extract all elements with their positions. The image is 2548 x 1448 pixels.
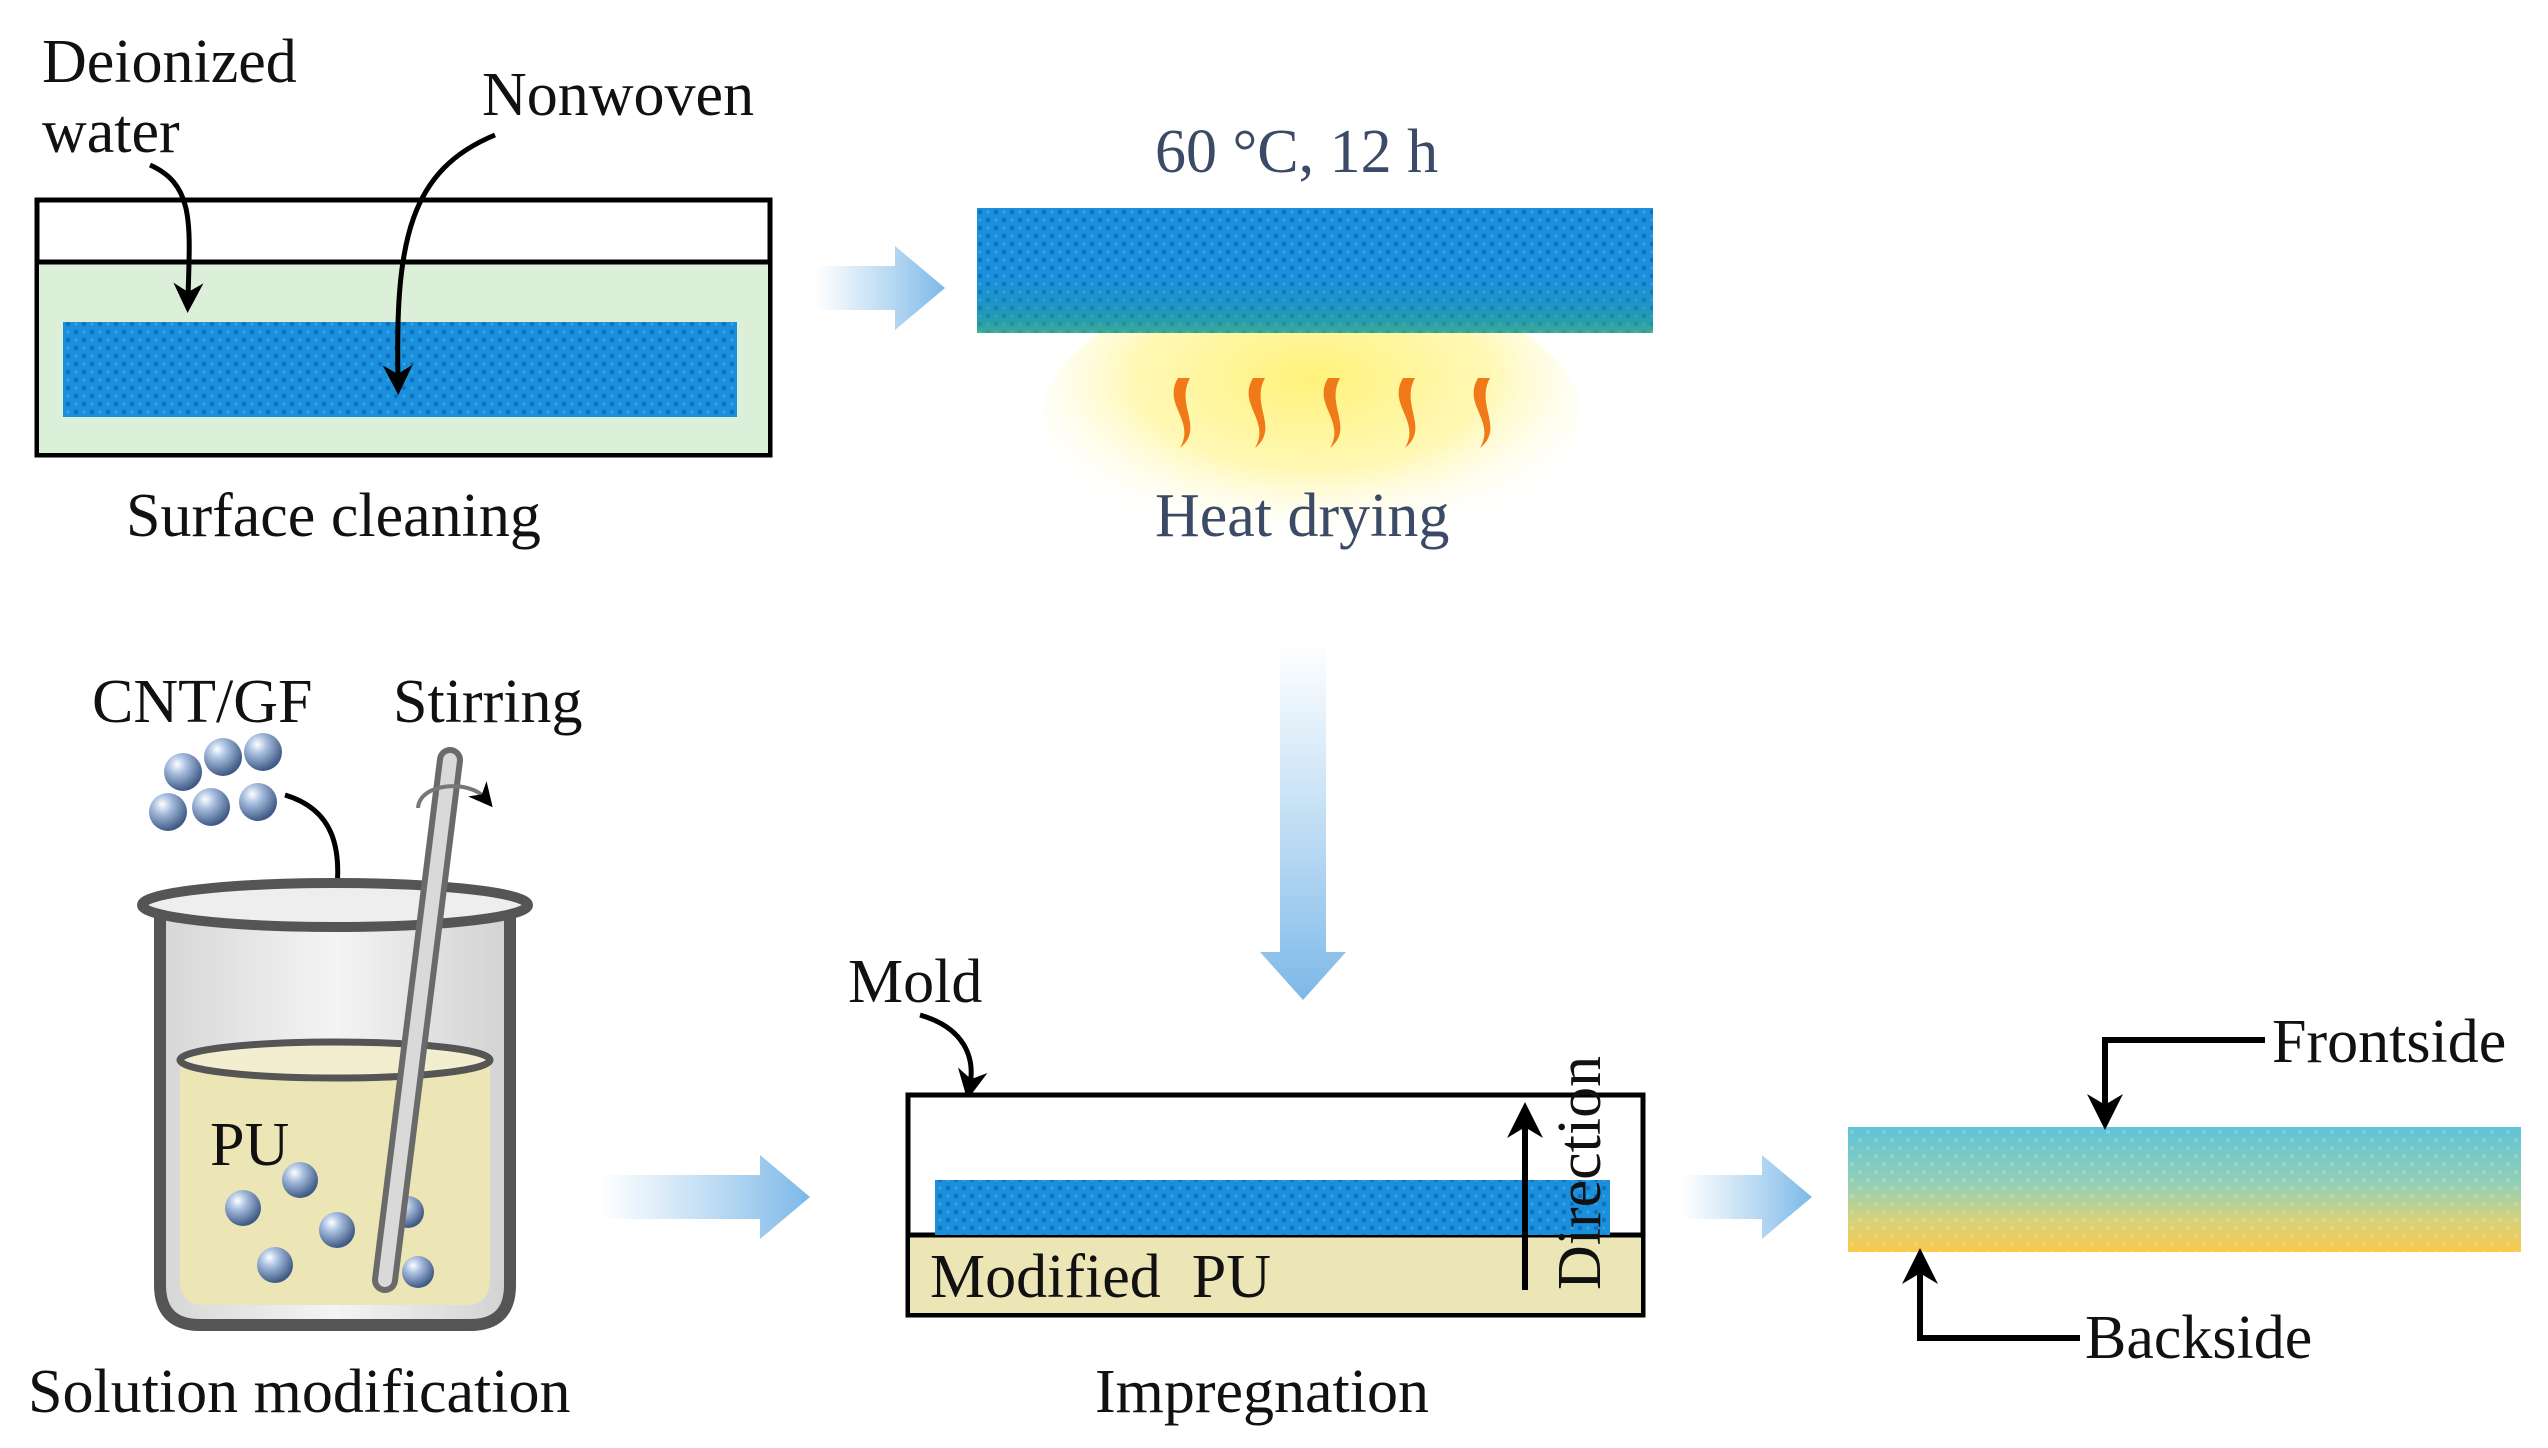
modified-pu-bath [910, 1235, 1641, 1313]
flame-icon [1173, 378, 1491, 448]
mold-pointer [919, 1012, 988, 1100]
process-arrow-icon [1682, 1155, 1812, 1239]
solution-modification-step: CNT/GF Stirring PU [28, 668, 582, 1426]
heat-drying-step: 60 °C, 12 h Heat drying [977, 118, 1653, 560]
stirring-direction-arrow [416, 781, 493, 809]
surface-cleaning-label: Surface cleaning [126, 482, 541, 550]
impregnation-label: Impregnation [1095, 1358, 1429, 1426]
stirring-rod-icon [372, 747, 493, 1293]
solution-modification-label: Solution modification [28, 1358, 570, 1426]
beaker-icon [137, 878, 533, 1331]
process-arrow-icon [600, 1155, 810, 1239]
drying-conditions-label: 60 °C, 12 h [1155, 118, 1438, 186]
pu-label: PU [210, 1111, 289, 1179]
direction-label: Direction [1546, 1056, 1614, 1290]
modified-pu-label: Modified PU [930, 1243, 1271, 1311]
surface-cleaning-step: Deionized water Nonwoven Surface cleanin… [34, 28, 773, 550]
drying-fabric-shade [977, 268, 1653, 333]
backside-pointer [1902, 1248, 2080, 1341]
deionized-water-label: Deionized [42, 28, 297, 96]
particle-sphere-icon [149, 733, 282, 831]
cnt-gf-label: CNT/GF [92, 668, 312, 736]
final-product: Frontside Backside [1848, 1008, 2521, 1372]
impregnation-step: Mold Direction Modified PU Impregnation [848, 948, 1646, 1426]
mold-label: Mold [848, 948, 982, 1016]
composite-texture [1848, 1127, 2521, 1252]
process-arrow-icon [1260, 640, 1346, 1000]
impregnated-nonwoven-fabric [935, 1180, 1610, 1235]
frontside-label: Frontside [2272, 1008, 2506, 1076]
process-arrow-icon [815, 246, 945, 330]
stirring-label: Stirring [393, 668, 582, 736]
backside-label: Backside [2085, 1304, 2312, 1372]
heat-glow [1042, 280, 1582, 560]
deionized-water-label-line2: water [42, 98, 180, 166]
deionized-water-pointer [148, 162, 204, 313]
particle-sphere-icon [225, 1162, 434, 1288]
pu-solution [180, 1060, 490, 1305]
heat-drying-label: Heat drying [1155, 482, 1449, 550]
frontside-pointer [2087, 1037, 2265, 1130]
nonwoven-label: Nonwoven [482, 61, 754, 129]
nonwoven-pointer [382, 132, 496, 395]
